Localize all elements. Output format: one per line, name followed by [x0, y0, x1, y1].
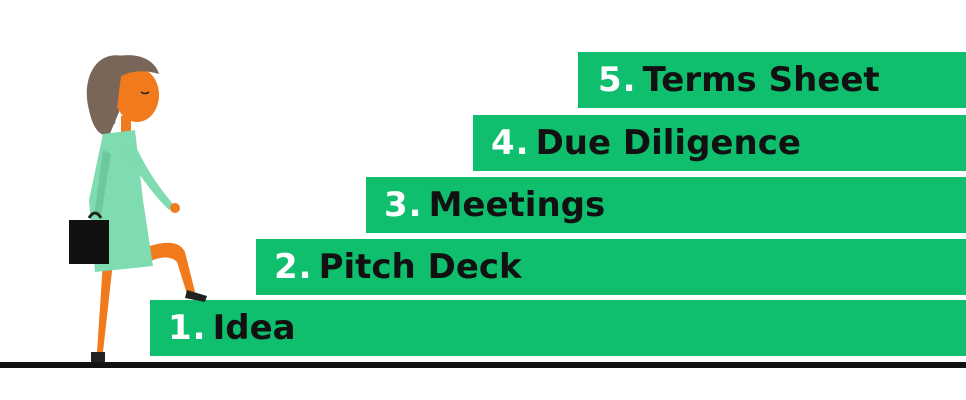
step-1-label: Idea — [212, 308, 296, 348]
step-2-number: 2. — [274, 247, 313, 287]
step-5-number: 5. — [598, 60, 637, 100]
step-3: 3. Meetings — [366, 177, 966, 233]
briefcase-icon — [69, 220, 109, 264]
step-4: 4. Due Diligence — [473, 115, 966, 171]
step-1-number: 1. — [168, 308, 207, 348]
step-1: 1. Idea — [150, 300, 966, 356]
step-3-number: 3. — [384, 185, 423, 225]
step-4-label: Due Diligence — [535, 123, 801, 163]
step-2: 2. Pitch Deck — [256, 239, 966, 295]
step-3-label: Meetings — [428, 185, 606, 225]
businesswoman-illustration — [69, 55, 207, 362]
step-4-number: 4. — [491, 123, 530, 163]
step-5: 5. Terms Sheet — [578, 52, 966, 108]
step-2-label: Pitch Deck — [318, 247, 522, 287]
step-5-label: Terms Sheet — [642, 60, 880, 100]
ground-line — [0, 362, 966, 368]
